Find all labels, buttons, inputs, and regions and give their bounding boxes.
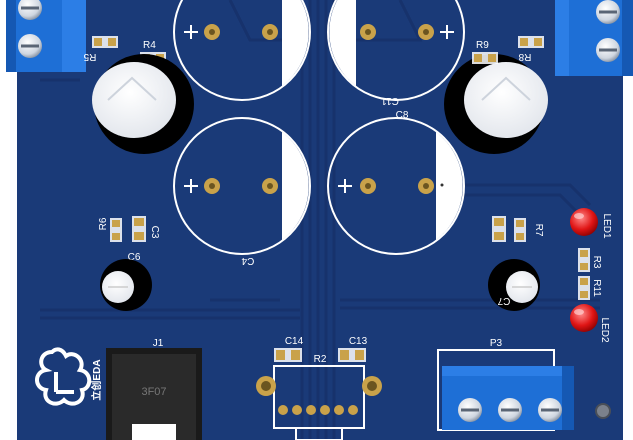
led-2: LED2 (570, 304, 610, 343)
potentiometer-r2: R2 (256, 354, 382, 440)
label-r11: R11 (591, 279, 602, 297)
logo-text: 立创EDA (90, 359, 103, 400)
label-r2: R2 (314, 354, 327, 365)
capacitor-near-r7 (492, 216, 506, 242)
mounting-pad (595, 403, 611, 419)
capacitor-c14: C14 (274, 336, 304, 362)
led-1: LED1 (570, 208, 612, 239)
capacitor-c7: C7 (488, 259, 540, 311)
capacitor-c13: C13 (338, 336, 368, 362)
capacitor-c3: C3 (132, 216, 160, 242)
label-led2: LED2 (599, 317, 610, 342)
plus-marking-icon (338, 179, 352, 193)
label-j1: J1 (153, 338, 164, 349)
label-c14: C14 (285, 336, 304, 347)
label-r5: R5 (83, 51, 96, 62)
label-r9: R9 (476, 40, 489, 51)
resistor-r11: R11 (578, 276, 602, 300)
plus-marking-icon (184, 179, 198, 193)
label-r7: R7 (533, 224, 544, 237)
label-r4: R4 (143, 40, 156, 51)
label-c6: C6 (128, 252, 141, 263)
terminal-top-left (6, 0, 86, 72)
plus-marking-icon (440, 25, 454, 39)
capacitor-top-left (173, 0, 311, 101)
j1-part-marking: 3F07 (141, 386, 166, 398)
screw-head-icon (18, 0, 42, 20)
plus-marking-icon (184, 25, 198, 39)
label-c7: C7 (497, 295, 510, 306)
label-r3: R3 (591, 256, 602, 269)
terminal-p3: P3 (437, 338, 574, 431)
label-c3: C3 (149, 226, 160, 239)
label-c8: C8 (396, 110, 409, 121)
label-r8: R8 (518, 51, 531, 62)
capacitor-electrolytic-left (92, 54, 194, 154)
resistor-r5: R5 (83, 36, 118, 62)
capacitor-c4: C4 (173, 117, 311, 266)
resistor-r7: R7 (514, 218, 544, 242)
lceda-logo-icon: 立创EDA (35, 347, 103, 406)
resistor-r6: R6 (98, 217, 122, 242)
label-p3: P3 (490, 338, 503, 349)
terminal-top-right (555, 0, 633, 76)
capacitor-c6: C6 (100, 252, 152, 311)
label-c11: C11 (381, 95, 399, 106)
label-led1: LED1 (601, 213, 612, 238)
resistor-r8: R8 (518, 36, 544, 62)
resistor-r9: R9 (472, 40, 498, 64)
label-r6: R6 (98, 217, 109, 230)
capacitor-electrolytic-right (444, 54, 548, 154)
capacitor-c11: C11 (327, 0, 465, 106)
capacitor-c8: C8 (327, 110, 465, 255)
regulator-j1: J1 3F07 (106, 338, 202, 440)
label-c13: C13 (349, 336, 368, 347)
resistor-r3: R3 (578, 248, 602, 272)
label-c4: C4 (241, 255, 254, 266)
